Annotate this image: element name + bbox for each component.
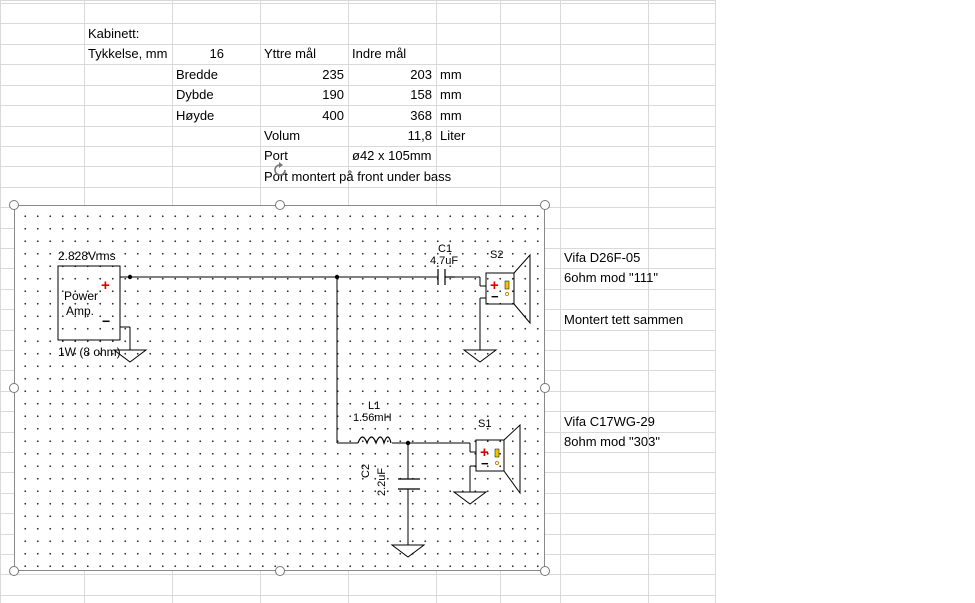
resize-handle-top[interactable] bbox=[275, 200, 285, 210]
s2-name-label: S2 bbox=[490, 249, 504, 261]
cell-row-label[interactable]: Høyde bbox=[176, 108, 215, 123]
l1-name-label: L1 bbox=[368, 400, 381, 412]
row-divider bbox=[0, 146, 716, 147]
l1-value-label: 1.56mH bbox=[353, 412, 392, 424]
row-divider bbox=[0, 105, 716, 106]
cell-volume-unit[interactable]: Liter bbox=[440, 128, 466, 143]
resize-handle-top-right[interactable] bbox=[540, 200, 550, 210]
cell-port-note[interactable]: Port montert på front under bass bbox=[264, 169, 452, 184]
junction-dot bbox=[405, 440, 411, 446]
cell-inner-value[interactable]: 158 bbox=[410, 87, 432, 102]
svg-text:+: + bbox=[490, 277, 499, 294]
resize-handle-bottom-left[interactable] bbox=[9, 566, 19, 576]
c1-name-label: C1 bbox=[438, 243, 453, 255]
svg-text:−: − bbox=[481, 456, 489, 471]
junction-dot bbox=[334, 274, 340, 280]
cell-inner-header[interactable]: Indre mål bbox=[352, 46, 407, 61]
junction-dot bbox=[127, 274, 133, 280]
svg-text:−: − bbox=[491, 289, 499, 304]
resize-handle-right[interactable] bbox=[540, 383, 550, 393]
capacitor-c1 bbox=[437, 269, 455, 285]
capacitor-c2 bbox=[398, 478, 420, 490]
amp-box bbox=[57, 265, 121, 341]
resize-handle-bottom-right[interactable] bbox=[540, 566, 550, 576]
ground-icon bbox=[390, 544, 426, 558]
resize-handle-left[interactable] bbox=[9, 383, 19, 393]
cell-outer-header[interactable]: Yttre mål bbox=[264, 46, 317, 61]
cell-tweeter-mod[interactable]: 6ohm mod "111" bbox=[564, 270, 659, 285]
column-divider bbox=[715, 0, 716, 603]
amp-plus-terminal: + bbox=[101, 277, 110, 294]
cell-port-label[interactable]: Port bbox=[264, 148, 288, 163]
cell-woofer-mod[interactable]: 8ohm mod "303" bbox=[564, 434, 660, 449]
cell-unit[interactable]: mm bbox=[440, 87, 462, 102]
resize-handle-top-left[interactable] bbox=[9, 200, 19, 210]
cell-unit[interactable]: mm bbox=[440, 67, 462, 82]
row-divider bbox=[0, 64, 716, 65]
row-divider bbox=[0, 85, 716, 86]
row-divider bbox=[0, 166, 716, 167]
ground-icon bbox=[452, 491, 488, 505]
cell-inner-value[interactable]: 203 bbox=[410, 67, 432, 82]
ground-icon bbox=[112, 349, 148, 363]
cell-outer-value[interactable]: 190 bbox=[322, 87, 344, 102]
row-divider bbox=[0, 3, 716, 4]
cell-cabinet-title[interactable]: Kabinett: bbox=[88, 26, 140, 41]
row-divider bbox=[0, 23, 716, 24]
row-divider bbox=[0, 126, 716, 127]
cell-unit[interactable]: mm bbox=[440, 108, 462, 123]
amp-power-label: 1W (8 ohm) bbox=[58, 345, 121, 359]
cell-tweeter-model[interactable]: Vifa D26F-05 bbox=[564, 250, 641, 265]
c1-value-label: 4.7uF bbox=[430, 255, 459, 267]
resize-handle-bottom[interactable] bbox=[275, 566, 285, 576]
amp-label-line2: Amp. bbox=[66, 304, 95, 318]
row-divider bbox=[0, 574, 716, 575]
cell-port-value[interactable]: ø42 x 105mm bbox=[352, 148, 432, 163]
cell-outer-value[interactable]: 235 bbox=[322, 67, 344, 82]
s1-name-label: S1 bbox=[478, 418, 492, 430]
cell-tweeter-mount[interactable]: Montert tett sammen bbox=[564, 312, 684, 327]
cell-inner-value[interactable]: 368 bbox=[410, 108, 432, 123]
rotate-handle-icon[interactable] bbox=[270, 160, 290, 180]
speaker-s2-icon: + − bbox=[485, 253, 531, 325]
inductor-l1 bbox=[357, 436, 392, 446]
ground-icon bbox=[462, 349, 498, 363]
cell-row-label[interactable]: Dybde bbox=[176, 87, 214, 102]
speaker-s1-icon: + − bbox=[475, 423, 521, 495]
svg-text:+: + bbox=[480, 444, 489, 461]
cell-outer-value[interactable]: 400 bbox=[322, 108, 344, 123]
cell-row-label[interactable]: Bredde bbox=[176, 67, 218, 82]
row-divider bbox=[0, 44, 716, 45]
cell-thickness-label[interactable]: Tykkelse, mm bbox=[88, 46, 168, 61]
cell-thickness-value[interactable]: 16 bbox=[209, 46, 224, 61]
column-divider bbox=[648, 0, 649, 603]
cell-woofer-model[interactable]: Vifa C17WG-29 bbox=[564, 414, 655, 429]
amp-minus-terminal: − bbox=[102, 313, 110, 329]
row-divider bbox=[0, 187, 716, 188]
source-voltage-label: 2.828Vrms bbox=[58, 249, 116, 263]
c2-name-label: C2 bbox=[360, 463, 372, 478]
column-divider bbox=[560, 0, 561, 603]
cell-volume-label[interactable]: Volum bbox=[264, 128, 301, 143]
amp-label-line1: Power bbox=[64, 289, 99, 303]
row-divider bbox=[0, 595, 716, 596]
cell-volume-value[interactable]: 11,8 bbox=[407, 128, 432, 143]
c2-value-label: 2.2uF bbox=[376, 467, 388, 496]
